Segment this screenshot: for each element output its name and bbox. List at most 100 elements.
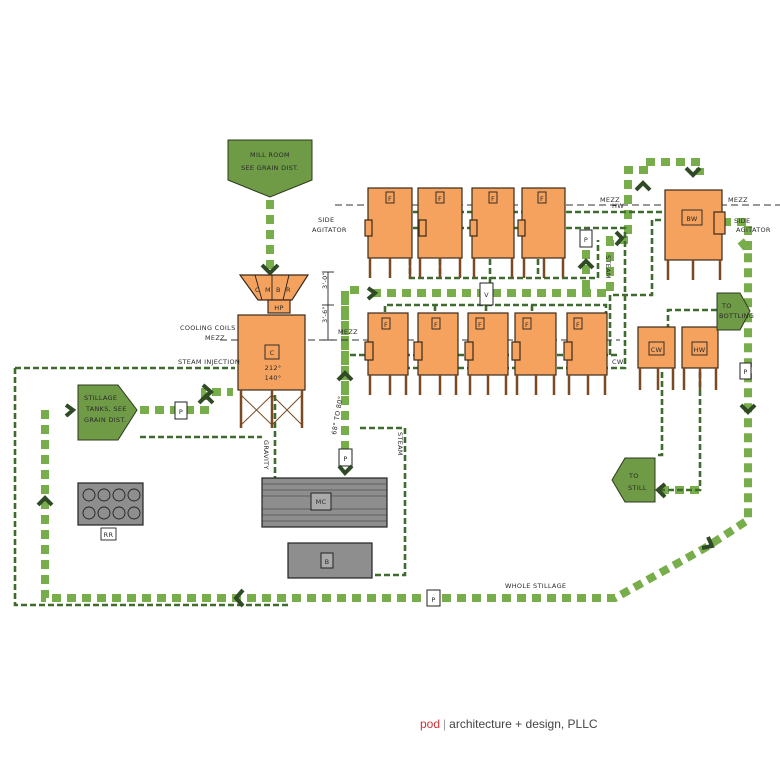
cooling-coils-label: COOLING COILS (180, 324, 236, 332)
fermenter-label: F (478, 321, 482, 329)
fermenter-tank[interactable]: F (517, 187, 566, 278)
stillage-tanks-node[interactable]: STILLAGE TANKS, SEE GRAIN DIST. (77, 384, 138, 441)
to-still-node[interactable]: TO STILL (611, 457, 656, 503)
arrow-left-icon (233, 588, 245, 608)
arrow-down-icon (337, 464, 354, 476)
dimension-lower: 3'-6" (321, 306, 329, 323)
rr-label: RR (104, 531, 114, 539)
cw-pipe-label: CW (612, 358, 624, 366)
steam-label-lower: STEAM (396, 432, 404, 456)
mill-room-label: MILL ROOM (250, 151, 290, 159)
steam-injection-label: STEAM INJECTION (178, 358, 240, 366)
fermenters-lower: F F F F F (364, 312, 608, 395)
fermenter-tank[interactable]: F (413, 312, 459, 395)
grain-hopper[interactable]: C M B R HP (238, 274, 310, 314)
to-still-label-2: STILL (628, 484, 647, 492)
pump-box[interactable]: P (338, 448, 353, 467)
hot-water-tank[interactable]: HW (681, 326, 719, 390)
to-still-label: TO (628, 472, 639, 480)
pump-box[interactable]: P (739, 362, 752, 380)
to-bottling-node[interactable]: TO BOTTLING (716, 292, 754, 331)
cold-water-tank[interactable]: CW (637, 326, 676, 390)
cooker-label: C (270, 349, 275, 357)
mc-equipment[interactable]: MC (261, 477, 388, 528)
beer-well-tank[interactable]: BW (664, 189, 726, 280)
company-name: architecture + design, PLLC (449, 717, 598, 731)
fermenter-tank[interactable]: F (563, 312, 608, 395)
arrow-up-icon (577, 258, 595, 270)
fermenter-label: F (525, 321, 529, 329)
fermenter-tank[interactable]: F (469, 187, 515, 278)
flow-arrow-icon (260, 263, 280, 276)
rr-equipment[interactable]: RR (77, 482, 144, 541)
mill-room-node[interactable]: MILL ROOM SEE GRAIN DIST. (227, 139, 313, 198)
stillage-label: STILLAGE (84, 394, 117, 402)
arrow-down-icon (739, 403, 757, 415)
arrow-right-icon (366, 286, 379, 301)
pump-label: P (743, 368, 747, 376)
fermenter-label: F (384, 321, 388, 329)
arrow-up-icon (634, 180, 652, 192)
fermenter-tank[interactable]: F (417, 187, 463, 278)
to-bottling-label-2: BOTTLING (719, 312, 754, 320)
arrow-left-icon (655, 482, 667, 499)
hw-pipe-label: HW (612, 202, 624, 210)
pump-label: P (179, 408, 183, 416)
mill-room-sublabel: SEE GRAIN DIST. (241, 164, 299, 172)
bw-side-agitator-label-2: AGITATOR (736, 226, 771, 234)
fermenter-tank[interactable]: F (511, 312, 557, 395)
mezz-label-lower: MEZZ (338, 328, 358, 336)
fermenter-tank[interactable]: F (364, 312, 409, 395)
fermenter-label: F (540, 195, 544, 203)
fermenters-upper: F F F F (364, 187, 566, 278)
hopper-label-m: M (265, 286, 271, 294)
gravity-label: GRAVITY (262, 440, 270, 470)
fermenter-tank[interactable]: F (364, 187, 413, 278)
cooker-tank[interactable]: C 212° 140° (237, 314, 306, 428)
hot-water-label: HW (694, 346, 706, 354)
pump-label: P (431, 596, 435, 604)
stillage-label-2: TANKS, SEE (85, 405, 127, 413)
mc-label: MC (316, 498, 327, 506)
b-equipment[interactable]: B (287, 542, 373, 579)
hopper-label-c: C (255, 286, 260, 294)
footer-divider: | (443, 717, 447, 731)
company-footer: pod|architecture + design, PLLC (420, 717, 598, 731)
mezz-label-upper: MEZZ (600, 196, 620, 204)
pump-label: P (343, 455, 347, 463)
cooker-temp-low: 140° (265, 374, 282, 382)
cold-water-label: CW (651, 346, 663, 354)
pump-label: P (584, 236, 588, 244)
steam-label-upper: STEAM (604, 255, 612, 279)
valve-box[interactable]: V (479, 282, 494, 306)
pumps: P P P P P (174, 229, 752, 607)
arrow-right-icon (614, 230, 625, 247)
hopper-label-r: R (286, 286, 291, 294)
arrow-down-icon (684, 166, 702, 178)
side-agitator-label-2: AGITATOR (312, 226, 347, 234)
brand-name: pod (420, 717, 441, 731)
arrow-up-icon (336, 370, 354, 382)
hopper-label-b: B (276, 286, 281, 294)
arrow-right-icon (64, 403, 77, 418)
whole-stillage-label: WHOLE STILLAGE (505, 582, 566, 590)
fermenter-tank[interactable]: F (464, 312, 509, 395)
flow-arrows (36, 166, 757, 608)
fermenter-label: F (434, 321, 438, 329)
pump-box[interactable]: P (426, 589, 441, 607)
bw-side-agitator-label: SIDE (734, 217, 750, 225)
fermenter-label: F (576, 321, 580, 329)
pump-box[interactable]: P (174, 401, 188, 420)
side-agitator-label: SIDE (318, 216, 334, 224)
mezz-label-bw: MEZZ (728, 196, 748, 204)
hopper-box-label: HP (274, 304, 283, 312)
dimension-marks: 3'-0" 3'-6" (321, 271, 334, 341)
pump-box[interactable]: P (579, 229, 593, 248)
cooker-temp-high: 212° (265, 364, 282, 372)
arrow-up-icon (197, 393, 215, 405)
mezz-label-cooker: MEZZ (205, 334, 225, 342)
fermenter-label: F (388, 195, 392, 203)
to-bottling-label: TO (721, 302, 732, 310)
b-label: B (325, 558, 330, 566)
